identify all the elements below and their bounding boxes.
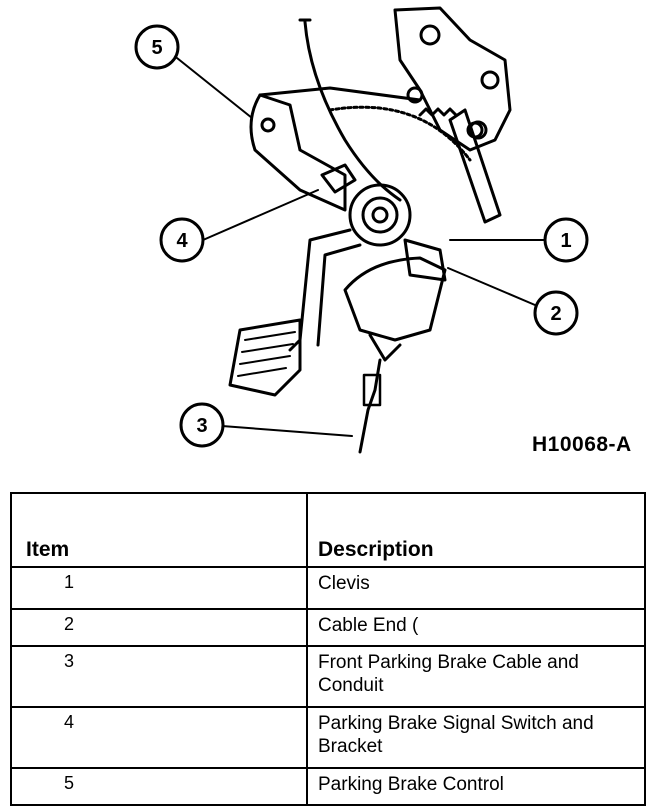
item-description: Parking Brake Control: [306, 767, 646, 806]
legend-table: Item Description 1 Clevis 2 Cable End ( …: [10, 492, 646, 806]
header-description: Description: [306, 492, 646, 568]
pedal-arm: [288, 228, 352, 352]
callout-1: 1: [543, 217, 589, 263]
item-number: 5: [10, 767, 308, 806]
item-number: 3: [10, 645, 308, 708]
callout-2: 2: [533, 290, 579, 336]
lower-lever: [343, 256, 447, 342]
svg-text:1: 1: [560, 230, 571, 252]
svg-text:4: 4: [176, 230, 188, 252]
clevis-arm: [448, 108, 502, 224]
upper-cable: [303, 20, 402, 202]
callout-5: 5: [134, 24, 180, 70]
item-number: 4: [10, 706, 308, 769]
table-row: 3 Front Parking Brake Cable and Conduit: [10, 645, 646, 708]
mounting-bracket: [393, 6, 512, 152]
signal-switch: [320, 163, 357, 194]
parking-brake-illustration: 5 4 1 2 3: [134, 6, 589, 454]
callout-4: 4: [159, 217, 205, 263]
control-housing: [249, 93, 347, 212]
item-description: Clevis: [306, 566, 646, 610]
svg-text:3: 3: [196, 415, 207, 437]
spring: [418, 107, 458, 117]
item-description: Front Parking Brake Cable and Conduit: [306, 645, 646, 708]
pedal-pad: [228, 318, 302, 397]
item-description: Parking Brake Signal Switch and Bracket: [306, 706, 646, 769]
callout-3: 3: [179, 402, 225, 448]
svg-text:2: 2: [550, 303, 561, 325]
item-description: Cable End (: [306, 608, 646, 647]
item-number: 1: [10, 566, 308, 610]
pivot-hub-outer: [348, 183, 412, 247]
table-row: 5 Parking Brake Control: [10, 767, 646, 806]
svg-text:5: 5: [151, 37, 162, 59]
ratchet-arc: [328, 105, 472, 162]
table-row: 4 Parking Brake Signal Switch and Bracke…: [10, 706, 646, 769]
item-number: 2: [10, 608, 308, 647]
table-header-row: Item Description: [10, 492, 646, 568]
header-item: Item: [10, 492, 308, 568]
figure-id: H10068-A: [532, 433, 632, 456]
table-row: 2 Cable End (: [10, 608, 646, 647]
table-row: 1 Clevis: [10, 566, 646, 610]
